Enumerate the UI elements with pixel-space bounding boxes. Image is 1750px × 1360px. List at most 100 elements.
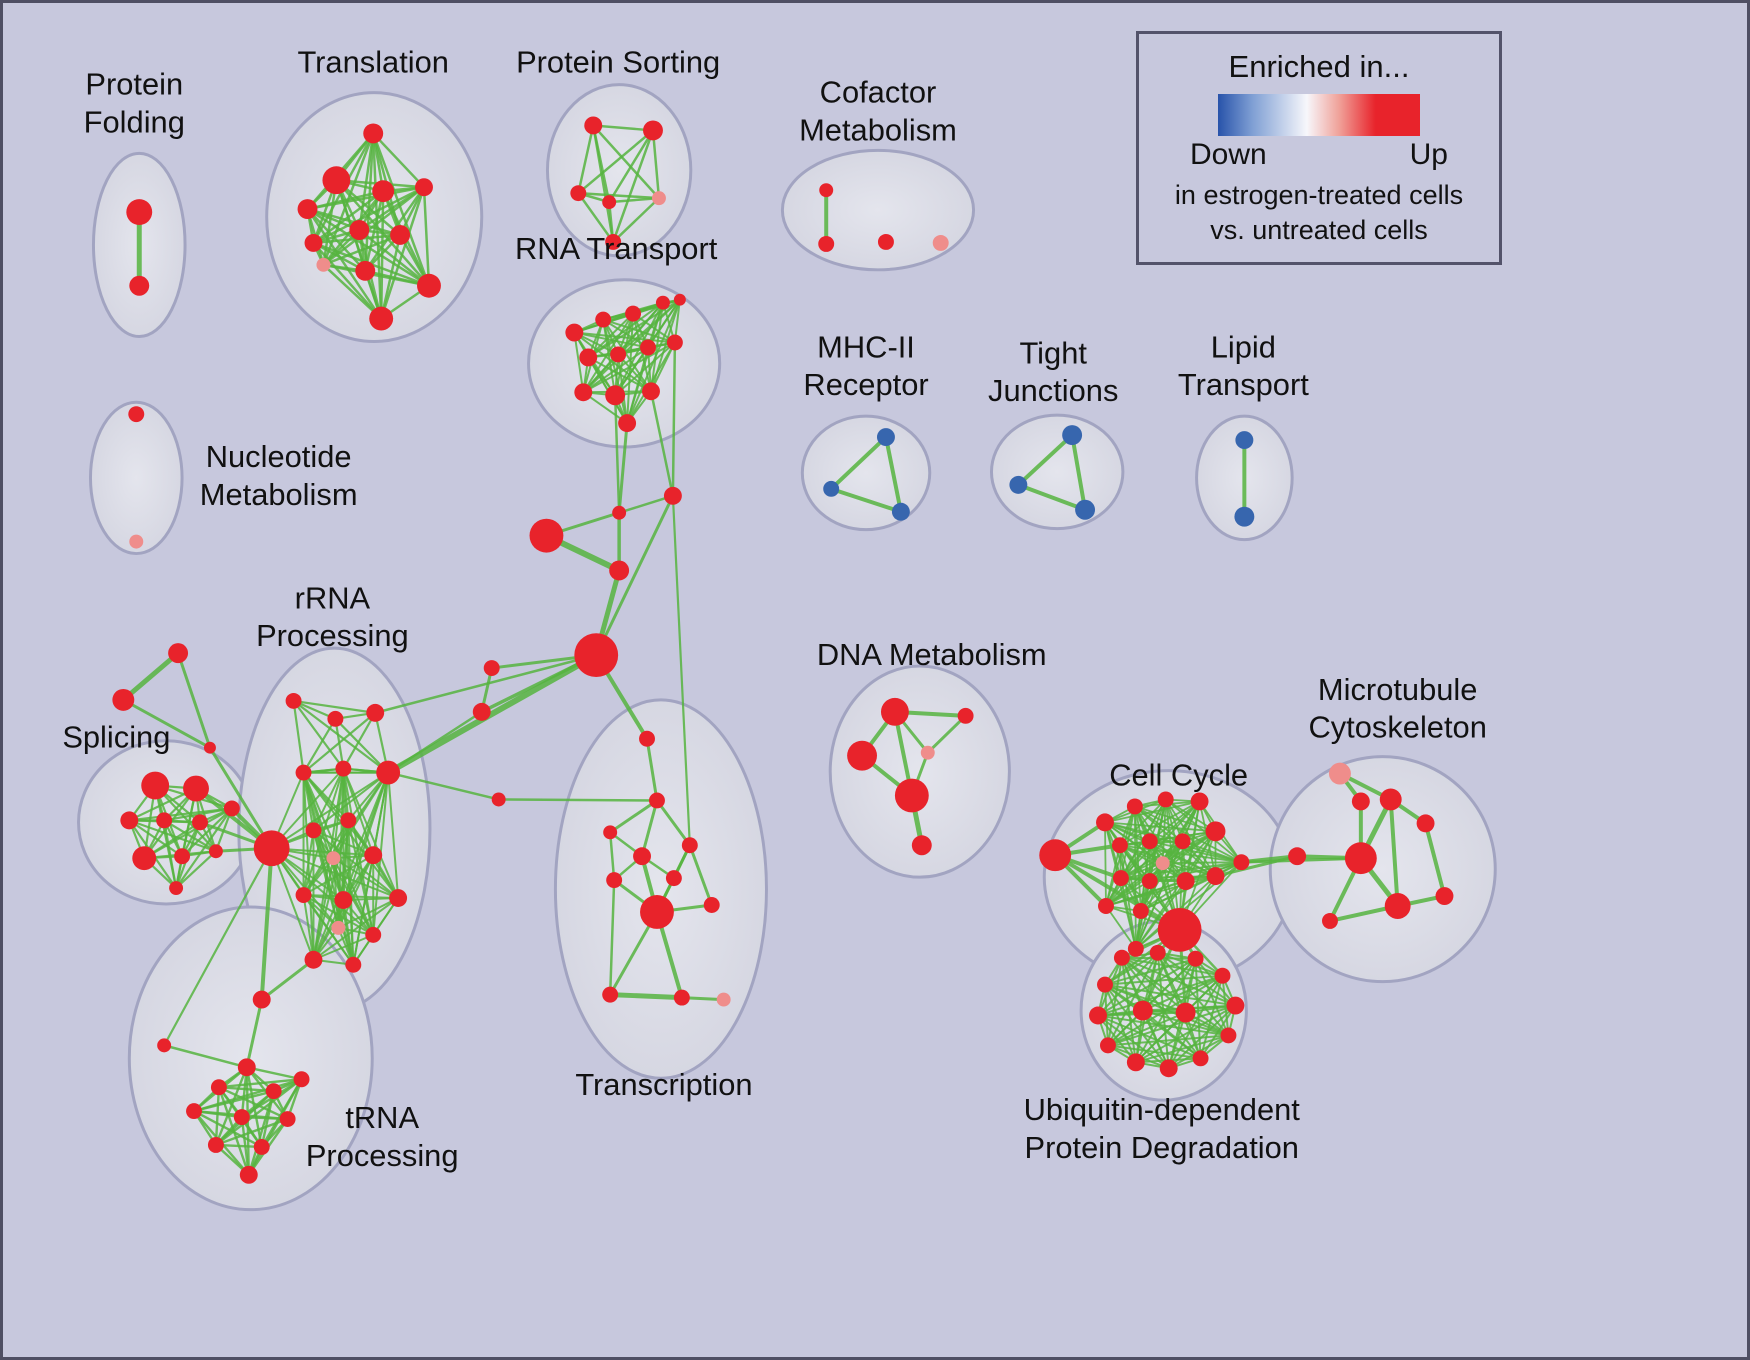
node-rt11 <box>605 385 626 406</box>
edge <box>617 421 629 515</box>
cluster-label-rrna-processing: Processing <box>256 618 409 653</box>
edge <box>312 829 355 966</box>
edge <box>1106 1044 1202 1060</box>
node-ub1 <box>1113 949 1130 966</box>
node-ub11 <box>1159 1059 1178 1078</box>
node-tn7 <box>186 1103 202 1120</box>
node-mid4 <box>609 560 630 581</box>
legend-gradient-bar <box>1218 94 1420 136</box>
node-rr17 <box>345 956 362 973</box>
cluster-trna-processing <box>127 905 374 1212</box>
node-cc11 <box>1112 870 1129 887</box>
node-sp5 <box>192 814 208 831</box>
edge <box>214 1078 303 1147</box>
cluster-nucleotide-metabolism <box>88 400 184 556</box>
edge <box>1119 800 1201 847</box>
edge <box>587 312 635 359</box>
edge <box>270 847 315 961</box>
node-tn5 <box>265 1083 282 1100</box>
edge <box>1388 797 1400 908</box>
edge <box>302 854 375 897</box>
edge <box>306 207 383 320</box>
edge <box>671 341 677 498</box>
node-rr7 <box>305 822 322 839</box>
edge <box>337 819 350 929</box>
edge <box>163 819 178 890</box>
node-tx8 <box>703 897 720 913</box>
node-ts3 <box>203 741 216 754</box>
edge <box>1141 957 1197 1012</box>
edge <box>385 652 600 776</box>
node-hub <box>574 633 619 678</box>
edge <box>607 992 685 1001</box>
edge <box>577 124 595 195</box>
edge <box>302 894 315 961</box>
edge <box>175 807 233 890</box>
edge <box>337 897 400 929</box>
node-txhub <box>640 895 674 929</box>
edge <box>292 699 345 770</box>
cluster-label-transcription: Transcription <box>575 1067 752 1102</box>
node-mid1 <box>663 486 682 505</box>
edge <box>247 1078 303 1177</box>
node-dm1 <box>880 697 909 726</box>
edge <box>245 1066 303 1081</box>
node-rr14 <box>331 920 346 935</box>
node-cc16 <box>1098 898 1114 914</box>
node-tx7 <box>665 870 682 887</box>
edge <box>883 435 903 514</box>
node-ps1 <box>584 116 603 135</box>
edge <box>1106 1034 1230 1047</box>
node-tr8 <box>390 225 411 245</box>
edge <box>1105 880 1151 907</box>
node-pf1 <box>126 199 153 226</box>
node-sp9 <box>208 844 223 859</box>
edge <box>577 129 655 195</box>
node-rr10 <box>364 846 383 865</box>
node-ub10 <box>1126 1053 1145 1072</box>
edge <box>1134 830 1217 950</box>
edge <box>829 486 903 514</box>
node-mh1 <box>876 428 895 447</box>
edge <box>1106 1011 1187 1047</box>
edge <box>260 958 315 1002</box>
edge <box>613 394 621 514</box>
node-cc5 <box>1190 792 1209 811</box>
edge <box>1016 433 1075 487</box>
node-mid7 <box>491 792 506 807</box>
edge <box>192 1078 303 1113</box>
node-tr3 <box>297 199 318 220</box>
node-ub8 <box>1220 1027 1237 1044</box>
node-mid2 <box>612 505 627 520</box>
node-tn8 <box>233 1109 250 1126</box>
cluster-label-tight-junctions: Junctions <box>988 373 1118 408</box>
node-cc6 <box>1205 821 1226 842</box>
node-ts1 <box>168 643 189 664</box>
edge <box>582 346 650 394</box>
node-nm1 <box>128 406 145 423</box>
node-dm5 <box>894 778 929 813</box>
node-sp2 <box>183 775 209 802</box>
edge <box>1164 798 1243 864</box>
node-dm6 <box>911 835 932 856</box>
edge <box>386 771 500 801</box>
edge <box>1097 1014 1170 1070</box>
edge <box>192 1109 263 1149</box>
edge <box>259 846 274 1002</box>
node-tn3 <box>237 1058 256 1077</box>
cluster-label-microtubule-cytoskeleton: Microtubule <box>1318 672 1478 707</box>
node-sp10 <box>169 881 184 896</box>
node-rrhub <box>253 830 290 867</box>
node-tr9 <box>316 257 331 272</box>
edge <box>608 831 616 882</box>
node-tn10 <box>207 1136 224 1153</box>
node-tr6 <box>304 233 323 252</box>
edge <box>163 819 218 853</box>
node-tn2 <box>157 1038 172 1053</box>
node-rr4 <box>376 760 401 785</box>
node-tn1 <box>252 990 271 1009</box>
edge <box>1016 482 1088 512</box>
edge <box>607 196 661 204</box>
node-cc18 <box>1127 940 1144 957</box>
